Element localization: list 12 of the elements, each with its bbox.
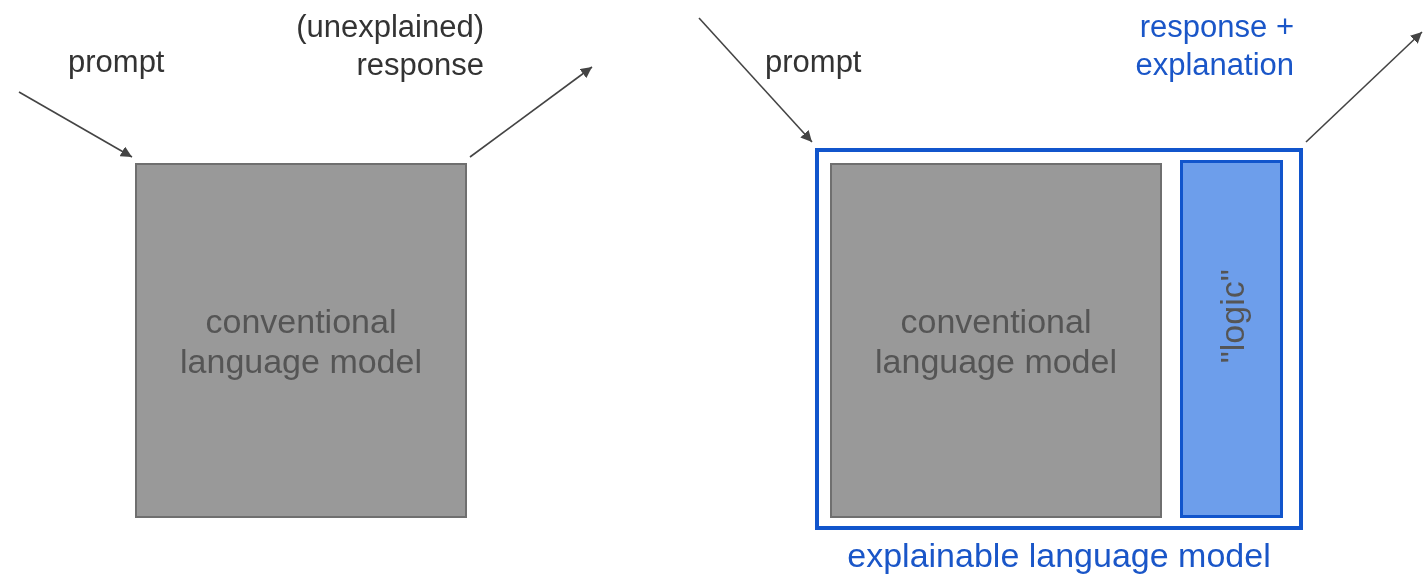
arrow <box>469 66 593 158</box>
edge-label: prompt <box>765 43 862 81</box>
edge-label: prompt <box>68 43 165 81</box>
arrow <box>1305 31 1423 143</box>
group-title: explainable language model <box>846 535 1272 576</box>
arrow <box>698 17 813 143</box>
model-box: conventional language model <box>830 163 1162 518</box>
arrow <box>18 91 133 158</box>
model-box: conventional language model <box>135 163 467 518</box>
logic-box: "logic" <box>1180 160 1283 518</box>
edge-label: (unexplained) response <box>295 8 484 84</box>
edge-label: response + explanation <box>1134 8 1294 84</box>
